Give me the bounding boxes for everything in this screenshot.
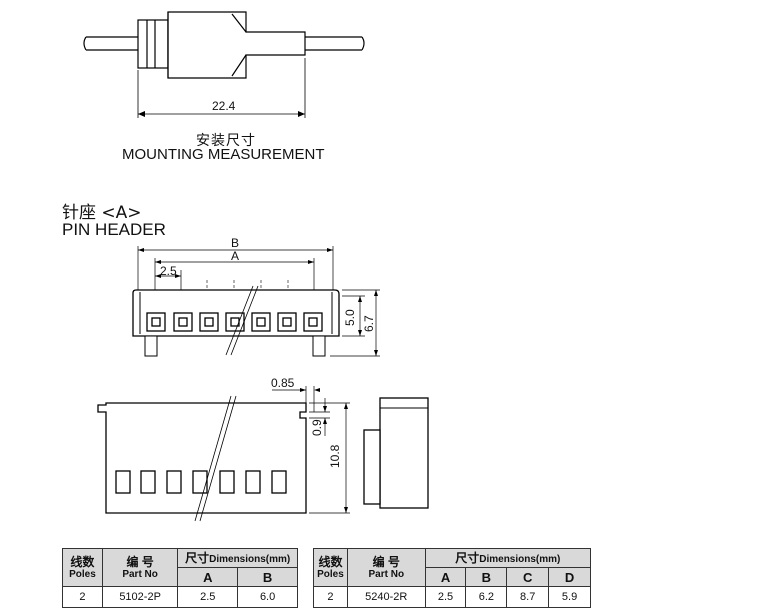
header-part-no: 编 号 Part No	[346, 548, 426, 587]
header-dim-b: B	[237, 567, 298, 587]
mounting-drawing	[83, 11, 365, 118]
dimension-a-label: A	[231, 249, 240, 263]
dimension-b-label: B	[231, 236, 240, 250]
header-dim-b: B	[465, 567, 508, 587]
table-row: 2 5240-2R 2.5 6.2 8.7 5.9	[313, 586, 591, 608]
table-row: 2 5102-2P 2.5 6.0	[62, 586, 298, 608]
header-dim-d: D	[548, 567, 591, 587]
header-poles: 线数 Poles	[62, 548, 103, 587]
header-dimensions: 尺寸Dimensions(mm)	[424, 548, 592, 568]
height-inner-label: 5.0	[343, 309, 357, 326]
header-part-no: 编 号 Part No	[101, 548, 179, 587]
header-dim-c: C	[506, 567, 550, 587]
mounting-caption-cn: 安装尺寸	[196, 133, 256, 149]
header-poles: 线数 Poles	[313, 548, 348, 587]
body-height-label: 10.8	[328, 444, 342, 468]
tab-height-label: 0.9	[310, 419, 324, 436]
mounting-dimension: 22.4	[212, 99, 236, 113]
spec-table-left: 线数 Poles 编 号 Part No 尺寸Dimensions(mm) A …	[62, 548, 298, 608]
header-dim-a: A	[424, 567, 467, 587]
header-dim-a: A	[177, 567, 239, 587]
pitch-label: 2.5	[160, 264, 177, 278]
spec-table-right: 线数 Poles 编 号 Part No 尺寸Dimensions(mm) A …	[313, 548, 592, 608]
pin-header-front-view	[97, 386, 429, 522]
pin-header-title-cn: 针座 <A>	[62, 203, 142, 223]
pin-header-top-view	[132, 246, 380, 357]
header-dimensions: 尺寸Dimensions(mm)	[177, 548, 298, 568]
pin-width-label: 0.85	[271, 376, 295, 390]
pin-header-title-en: PIN HEADER	[62, 220, 166, 239]
mounting-caption-en: MOUNTING MEASUREMENT	[122, 146, 325, 163]
height-outer-label: 6.7	[362, 315, 376, 332]
